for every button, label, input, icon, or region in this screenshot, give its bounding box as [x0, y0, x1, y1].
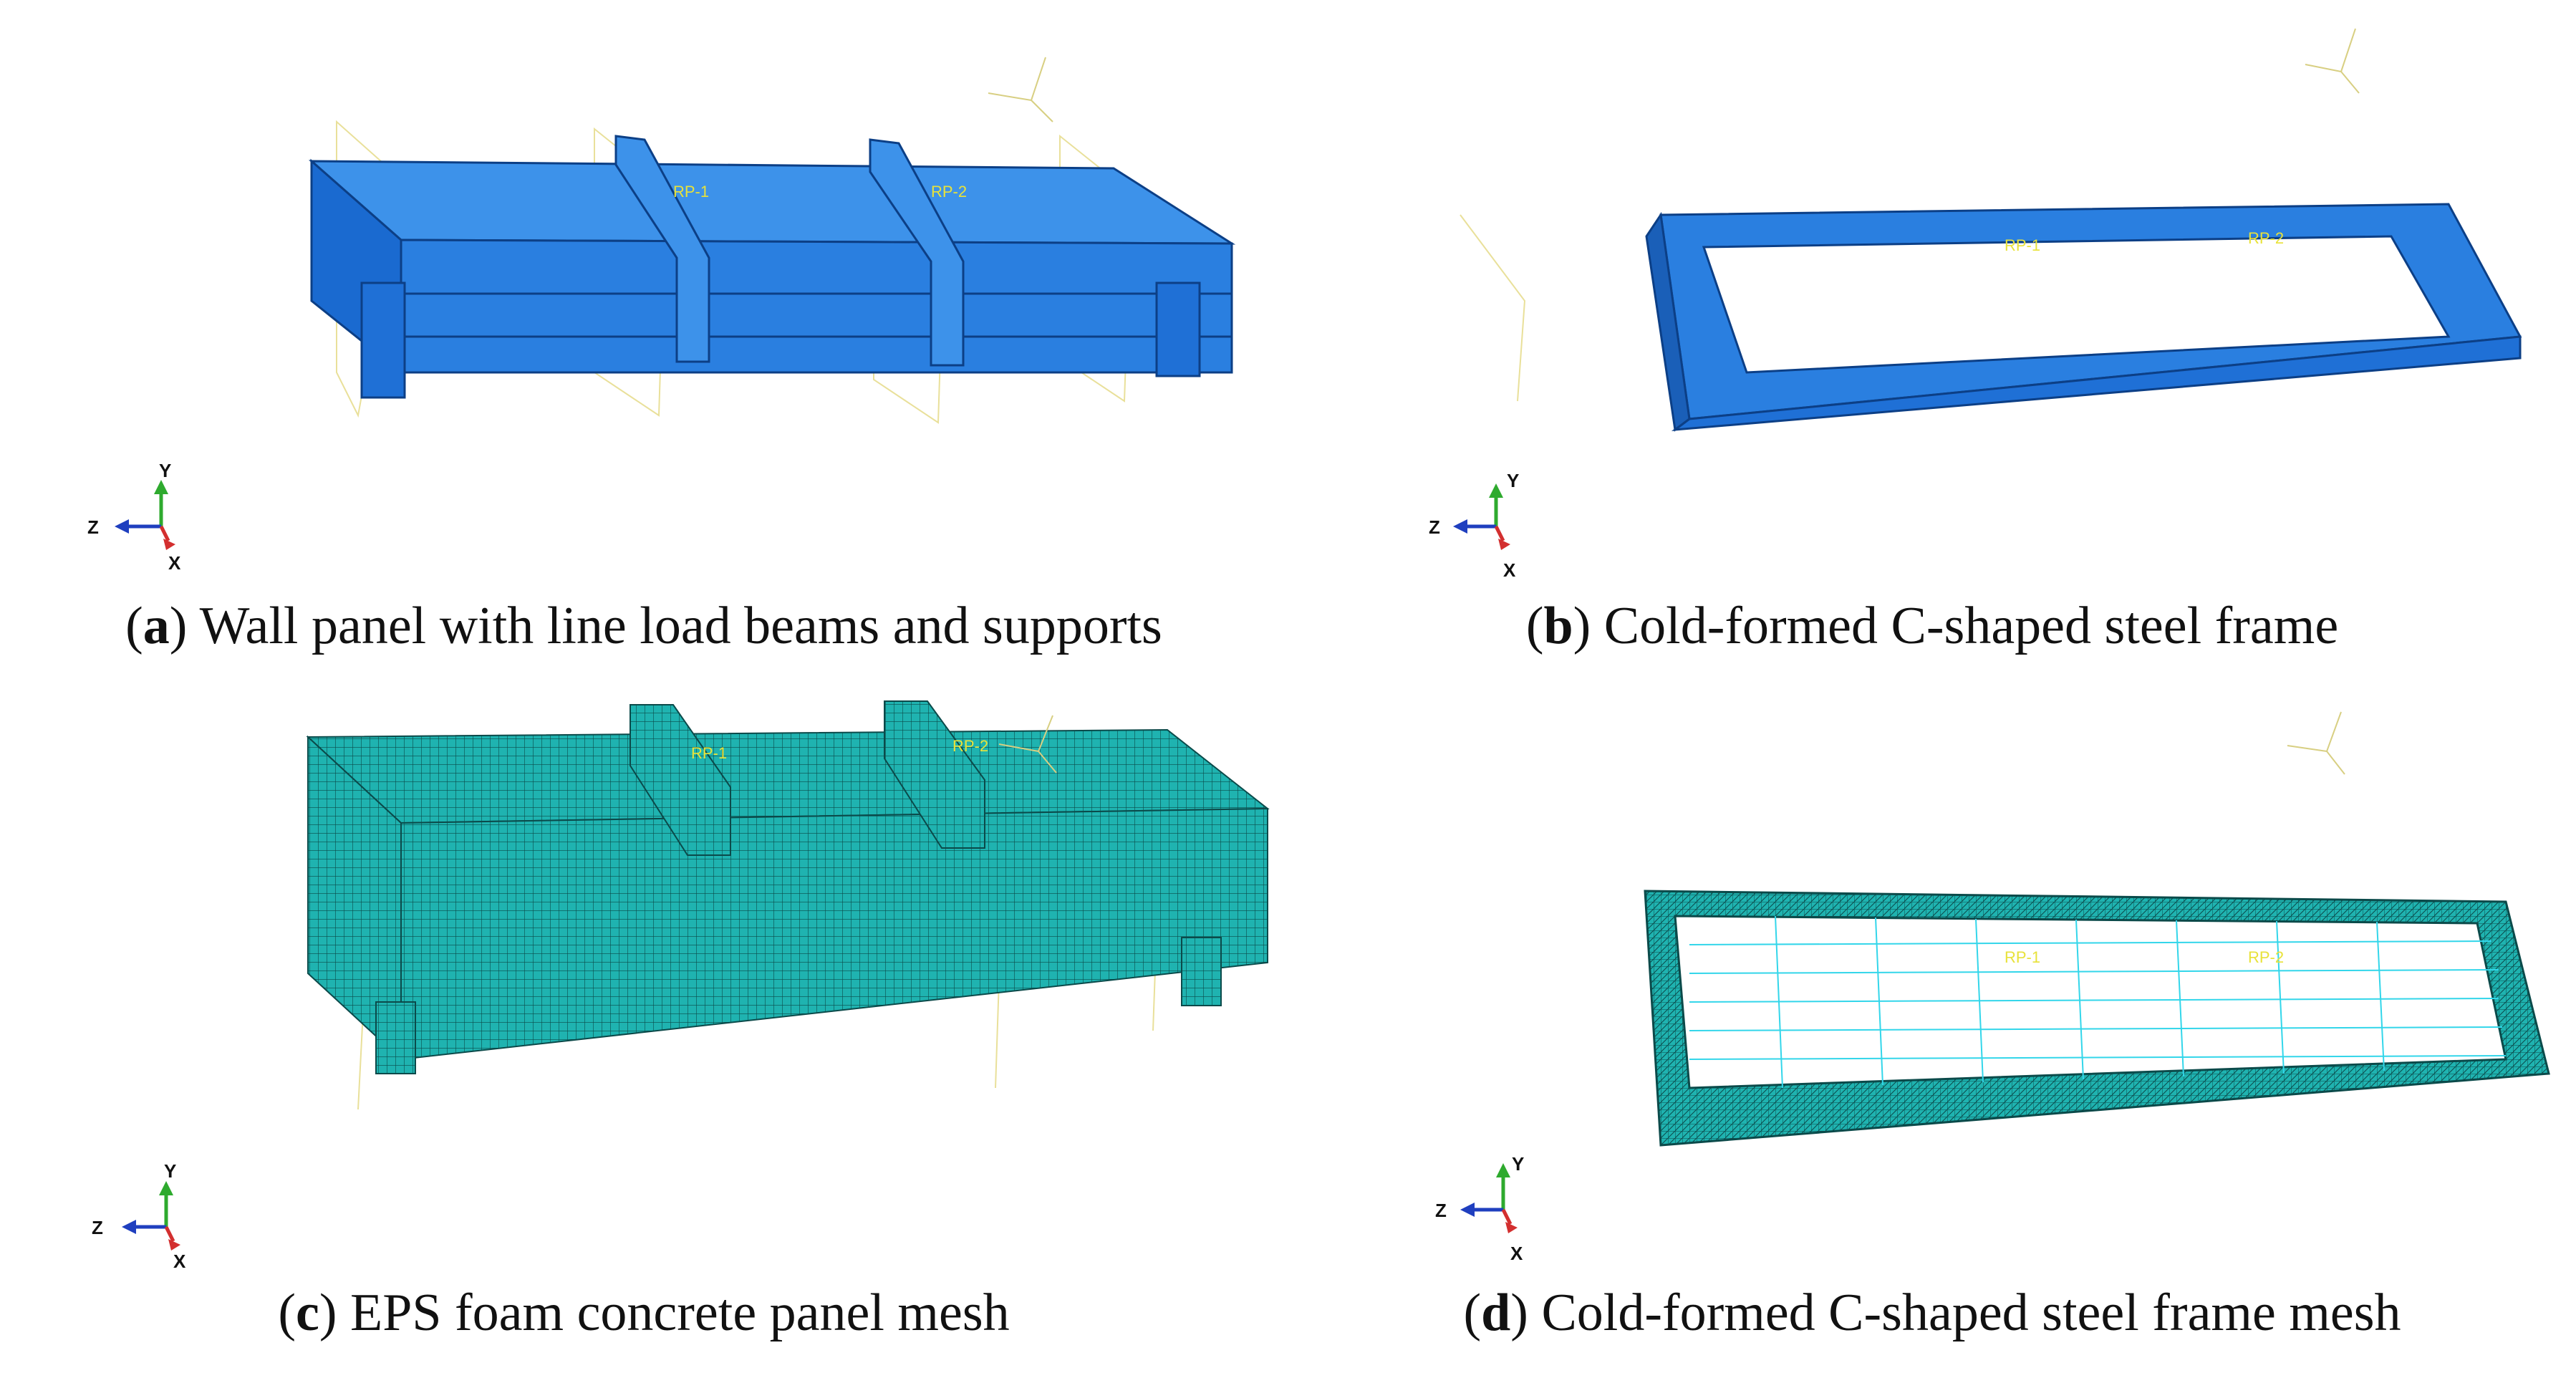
panel-front-face	[400, 807, 1268, 1061]
axis-x-label: X	[173, 1251, 186, 1272]
view-triad	[988, 57, 1053, 122]
view-triad	[998, 715, 1057, 774]
support-left	[375, 1001, 416, 1074]
internal-mesh-lines	[1689, 915, 2507, 1089]
wall-panel-model: RP-1 RP-2 Y Z X	[87, 57, 1236, 574]
rp1-label: RP-1	[673, 183, 709, 201]
frame-opening	[1674, 915, 2507, 1089]
support-left	[360, 281, 406, 399]
rp1-label: RP-1	[2005, 236, 2040, 254]
caption-c: (c) EPS foam concrete panel mesh	[278, 1283, 1010, 1342]
view-triad	[2287, 711, 2345, 775]
axis-y-label: Y	[1507, 470, 1519, 491]
panel-c: RP-1 RP-2 Y Z X (c) EPS foam concrete pa…	[0, 687, 1288, 1373]
axis-y-label: Y	[1512, 1153, 1524, 1175]
support-right	[1181, 937, 1222, 1006]
caption-b: (b) Cold-formed C-shaped steel frame	[1525, 597, 2339, 655]
eps-panel-mesh: RP-1 RP-2 Y Z X	[92, 700, 1270, 1272]
panel-a: RP-1 RP-2 Y Z X (a) Wall panel with line…	[0, 0, 1288, 686]
axis-z-label: Z	[87, 516, 99, 538]
axis-z-label: Z	[1435, 1200, 1447, 1221]
steel-frame-mesh: RP-1 RP-2 Y Z X	[1435, 711, 2550, 1264]
load-beam-2	[884, 700, 985, 849]
steel-frame-model: RP-1 RP-2 Y Z X	[1429, 28, 2522, 581]
caption-d: (d) Cold-formed C-shaped steel frame mes…	[1463, 1283, 2401, 1342]
panel-d: RP-1 RP-2 Y Z X (d) Cold-formed C-shaped…	[1288, 687, 2576, 1373]
axis-z-label: Z	[92, 1217, 103, 1238]
load-beam-2	[869, 138, 965, 367]
axis-y-label: Y	[164, 1160, 176, 1182]
axis-triad: Y Z X	[87, 460, 181, 574]
panel-top-face	[306, 728, 1270, 824]
axis-x-label: X	[168, 552, 181, 574]
rp2-label: RP-2	[2248, 229, 2284, 247]
panel-top-face	[308, 160, 1236, 245]
rp2-label: RP-2	[2248, 948, 2284, 966]
axis-triad: Y Z X	[1435, 1153, 1524, 1264]
rp2-label: RP-2	[952, 737, 988, 755]
axis-triad: Y Z X	[92, 1160, 186, 1272]
axis-triad: Y Z X	[1429, 470, 1519, 581]
view-triad	[2305, 28, 2360, 94]
load-beam-1	[614, 135, 710, 363]
panel-b: RP-1 RP-2 Y Z X (b) Cold-formed C-shaped…	[1288, 0, 2576, 686]
caption-a: (a) Wall panel with line load beams and …	[125, 597, 1162, 655]
rp2-label: RP-2	[931, 183, 967, 201]
panel-front-face	[400, 239, 1233, 374]
axis-x-label: X	[1503, 559, 1516, 581]
rp1-label: RP-1	[691, 744, 727, 762]
rp1-label: RP-1	[2005, 948, 2040, 966]
load-beam-1	[629, 704, 731, 856]
axis-z-label: Z	[1429, 516, 1440, 538]
axis-x-label: X	[1510, 1243, 1523, 1264]
support-right	[1155, 281, 1201, 377]
frame-opening	[1702, 235, 2451, 374]
axis-y-label: Y	[159, 460, 171, 481]
